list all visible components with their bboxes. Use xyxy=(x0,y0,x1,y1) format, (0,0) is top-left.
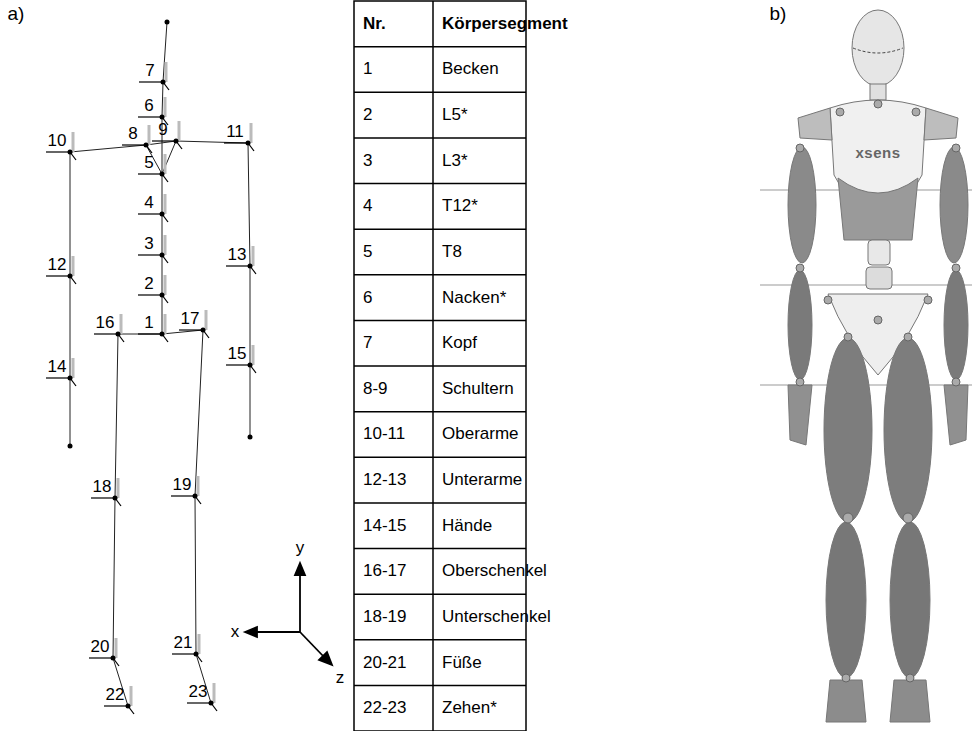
callout-number: 15 xyxy=(228,345,247,364)
table-cell: Hände xyxy=(442,516,492,535)
callout-number: 4 xyxy=(144,194,153,213)
skeleton xyxy=(46,20,256,715)
callout-number: 23 xyxy=(189,683,208,702)
table-cell: Unterarme xyxy=(442,471,522,490)
table-cell: L5* xyxy=(442,106,468,125)
callout-number: 19 xyxy=(173,476,192,495)
table-cell: Schultern xyxy=(442,379,514,398)
callout-number: 16 xyxy=(96,314,115,333)
table-cell: Zehen* xyxy=(442,699,497,718)
callout-number: 7 xyxy=(145,62,154,81)
table-cell: Kopf xyxy=(442,334,477,353)
callout-number: 20 xyxy=(91,638,110,657)
callout-number: 10 xyxy=(48,132,67,151)
mannequin xyxy=(760,10,972,722)
callout-number: 11 xyxy=(226,123,244,142)
table-cell: 1 xyxy=(363,60,372,79)
table-cell: T8 xyxy=(442,243,462,262)
table-cell: 12-13 xyxy=(363,471,406,490)
table-cell: L3* xyxy=(442,151,468,170)
table-cell: 4 xyxy=(363,197,372,216)
table-cell: Oberarme xyxy=(442,425,519,444)
axis-cross xyxy=(245,563,332,665)
brand-text: xsens xyxy=(855,145,900,162)
callout-number: 9 xyxy=(158,121,167,140)
callout-number: 13 xyxy=(228,246,247,265)
callout-number: 6 xyxy=(144,97,153,116)
callout-number: 14 xyxy=(48,358,67,377)
table-cell: 10-11 xyxy=(363,425,405,444)
callout-number: 17 xyxy=(181,310,200,329)
axis-label: z xyxy=(336,669,345,688)
axis-label: y xyxy=(296,539,305,558)
panel-tag: a) xyxy=(8,4,25,25)
table-cell: 7 xyxy=(363,334,372,353)
callout-number: 2 xyxy=(144,275,153,294)
table-cell: 22-23 xyxy=(363,699,406,718)
callout-number: 21 xyxy=(174,634,193,653)
table-cell: 16-17 xyxy=(363,562,406,581)
axis-label: x xyxy=(231,623,240,642)
table-cell: Becken xyxy=(442,60,499,79)
table-cell: 5 xyxy=(363,243,372,262)
table-cell: 14-15 xyxy=(363,516,406,535)
table-cell: 2 xyxy=(363,106,372,125)
table-cell: 18-19 xyxy=(363,608,406,627)
table-header: Körpersegment xyxy=(442,14,568,33)
panel-tag: b) xyxy=(770,4,787,25)
callout-number: 18 xyxy=(93,478,112,497)
table-cell: 8-9 xyxy=(363,379,388,398)
table-cell: T12* xyxy=(442,197,478,216)
table-cell: 3 xyxy=(363,151,372,170)
table-cell: Oberschenkel xyxy=(442,562,547,581)
table-header: Nr. xyxy=(363,14,386,33)
callout-number: 5 xyxy=(144,154,153,173)
callout-number: 12 xyxy=(48,256,67,275)
callout-number: 22 xyxy=(106,686,125,705)
table-cell: Unterschenkel xyxy=(442,608,551,627)
table-cell: Füße xyxy=(442,653,482,672)
table-cell: Nacken* xyxy=(442,288,506,307)
table-cell: 20-21 xyxy=(363,653,406,672)
callout-number: 3 xyxy=(144,235,153,254)
callout-number: 8 xyxy=(128,125,137,144)
callout-number: 1 xyxy=(144,314,153,333)
table-cell: 6 xyxy=(363,288,372,307)
